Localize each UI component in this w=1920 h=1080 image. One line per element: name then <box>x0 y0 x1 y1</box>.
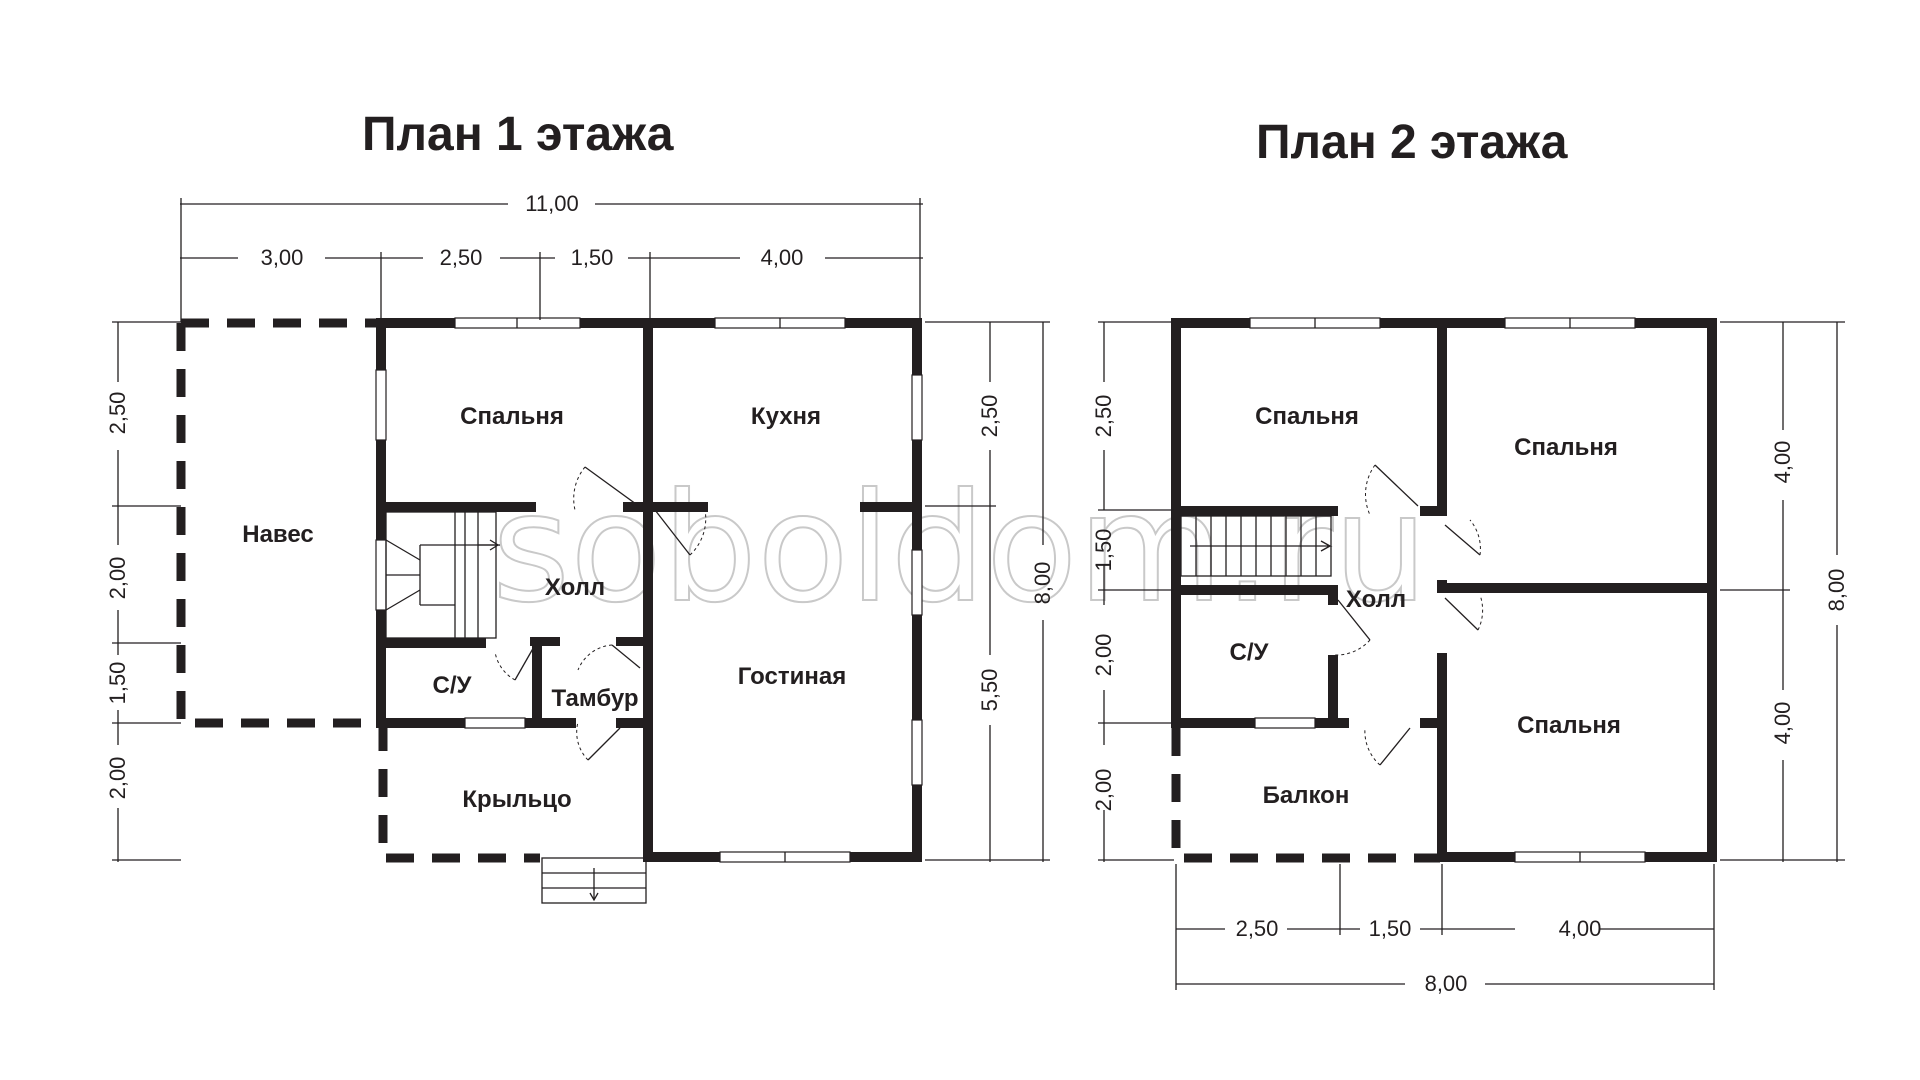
room2-balcony: Балкон <box>1263 782 1350 809</box>
dim2-b-total: 8,00 <box>1425 971 1468 996</box>
room2-wc: С/У <box>1230 639 1270 666</box>
floor1-dimensions-right <box>925 321 1050 862</box>
dim-l3: 1,50 <box>105 662 130 705</box>
room-kitchen: Кухня <box>751 403 821 430</box>
dim2-b3: 4,00 <box>1559 916 1602 941</box>
floor1-dimensions-top <box>180 198 923 322</box>
floor2-plan: Спальня Спальня Спальня Холл С/У Балкон … <box>1091 317 1849 996</box>
floor1-porch-outline <box>378 723 540 863</box>
dim2-r1: 4,00 <box>1770 441 1795 484</box>
floor2-dimensions-right <box>1720 321 1845 862</box>
dim-l1: 2,50 <box>105 392 130 435</box>
floor2-doors <box>1334 464 1484 766</box>
dim2-b2: 1,50 <box>1369 916 1412 941</box>
watermark: soboldom.ru <box>492 462 1428 636</box>
dim2-l1: 2,50 <box>1091 395 1116 438</box>
dim-w3: 1,50 <box>571 245 614 270</box>
room-living: Гостиная <box>738 663 846 690</box>
floor1-entry-steps <box>541 857 647 904</box>
floor1-staircase <box>385 511 501 639</box>
dim-total-width: 11,00 <box>525 191 578 216</box>
dim2-r2: 4,00 <box>1770 702 1795 745</box>
dim-l2: 2,00 <box>105 557 130 600</box>
floor1-plan: Навес Спальня Кухня Холл С/У Тамбур Гост… <box>105 191 1055 904</box>
dim-r2: 5,50 <box>977 669 1002 712</box>
dim-l4: 2,00 <box>105 757 130 800</box>
room-naves: Навес <box>242 521 314 548</box>
room-bedroom: Спальня <box>460 403 564 430</box>
floor1-doors <box>494 466 707 761</box>
dim-r1: 2,50 <box>977 395 1002 438</box>
floor1-windows <box>375 317 923 863</box>
floor2-windows <box>1249 317 1646 863</box>
room-hall: Холл <box>545 574 605 601</box>
floor2-dimensions-bottom <box>1175 864 1715 990</box>
room-porch: Крыльцо <box>462 786 571 813</box>
floor1-title: План 1 этажа <box>362 108 674 161</box>
dim2-l4: 2,00 <box>1091 769 1116 812</box>
floor2-staircase <box>1180 515 1333 577</box>
room2-bedroom2: Спальня <box>1514 434 1618 461</box>
room2-hall: Холл <box>1346 586 1406 613</box>
room2-bedroom1: Спальня <box>1255 403 1359 430</box>
dim2-l2: 1,50 <box>1091 529 1116 572</box>
floor2-title: План 2 этажа <box>1256 116 1568 169</box>
room2-bedroom3: Спальня <box>1517 712 1621 739</box>
dim2-l3: 2,00 <box>1091 634 1116 677</box>
floor2-dimensions-left <box>1098 321 1174 862</box>
floor2-walls <box>1171 318 1717 862</box>
floor1-canopy-outline <box>176 318 378 728</box>
dim2-b1: 2,50 <box>1236 916 1279 941</box>
room-wc: С/У <box>433 672 473 699</box>
dim-r-total: 8,00 <box>1030 562 1055 605</box>
room-tambur: Тамбур <box>551 685 638 712</box>
dim-w1: 3,00 <box>261 245 304 270</box>
dim2-r-total: 8,00 <box>1824 569 1849 612</box>
floor1-dimensions-left <box>112 321 181 862</box>
dim-w2: 2,50 <box>440 245 483 270</box>
dim-w4: 4,00 <box>761 245 804 270</box>
